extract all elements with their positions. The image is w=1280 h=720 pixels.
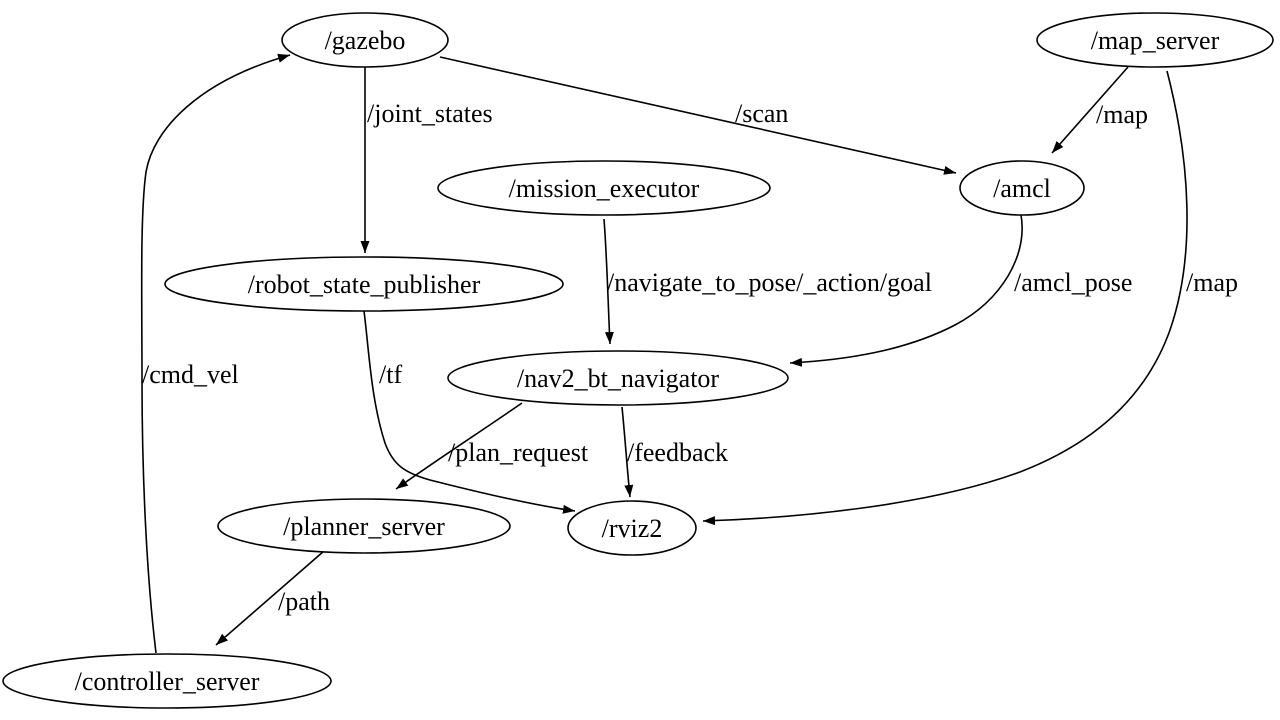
node-nav2_bt_navigator: /nav2_bt_navigator [447, 350, 789, 406]
node-label-nav2_bt_navigator: /nav2_bt_navigator [517, 364, 720, 393]
node-rviz2: /rviz2 [567, 500, 697, 556]
node-ellipse-mission_executor [437, 160, 771, 216]
nodes-layer: /gazebo/map_server/amcl/mission_executor… [2, 12, 1274, 709]
edge-label-nav2-to-planner_server: /plan_request [448, 438, 589, 467]
node-label-mission_executor: /mission_executor [509, 174, 700, 203]
edge-controller_server-to-gazebo [140, 53, 291, 654]
edge-label-controller_server-to-gazebo: /cmd_vel [142, 360, 239, 389]
edge-label-mission_executor-to-nav2: /navigate_to_pose/_action/goal [607, 268, 932, 297]
edge-nav2-to-planner_server [395, 402, 523, 490]
edge-planner_server-to-controller [215, 550, 325, 646]
edge-label-amcl-to-nav2_bt_navigator: /amcl_pose [1014, 268, 1132, 297]
edge-label-map_server-to-amcl: /map [1096, 100, 1148, 129]
edge-label-nav2-to-rviz2: /feedback [627, 438, 728, 467]
node-planner_server: /planner_server [217, 498, 511, 554]
edge-robot_state_publisher-to-rviz2 [363, 310, 576, 514]
node-robot_state_publisher: /robot_state_publisher [164, 256, 564, 312]
edge-map_server-to-rviz2 [702, 70, 1188, 526]
node-ellipse-rviz2 [567, 500, 697, 556]
node-label-map_server: /map_server [1091, 26, 1220, 55]
node-mission_executor: /mission_executor [437, 160, 771, 216]
node-ellipse-robot_state_publisher [164, 256, 564, 312]
edge-label-robot_state_publisher-to-rviz2: /tf [379, 360, 402, 389]
node-ellipse-map_server [1036, 12, 1274, 68]
node-ellipse-nav2_bt_navigator [447, 350, 789, 406]
node-label-gazebo: /gazebo [325, 26, 406, 55]
edge-label-gazebo-to-robot_state_publisher: /joint_states [367, 99, 493, 128]
edge-label-planner_server-to-controller: /path [278, 587, 330, 616]
node-controller_server: /controller_server [2, 653, 332, 709]
node-ellipse-planner_server [217, 498, 511, 554]
edge-mission_executor-to-nav2 [603, 218, 614, 345]
node-map_server: /map_server [1036, 12, 1274, 68]
node-label-planner_server: /planner_server [283, 512, 445, 541]
node-amcl: /amcl [959, 160, 1085, 216]
edge-label-map_server-to-rviz2: /map [1186, 268, 1238, 297]
edge-label-gazebo-to-amcl: /scan [735, 99, 788, 128]
node-ellipse-controller_server [2, 653, 332, 709]
node-gazebo: /gazebo [281, 12, 449, 68]
node-ellipse-gazebo [281, 12, 449, 68]
node-ellipse-amcl [959, 160, 1085, 216]
node-label-amcl: /amcl [993, 174, 1051, 203]
edges-layer: /joint_states/scan/map/map/amcl_pose/nav… [140, 53, 1238, 654]
edge-nav2-to-rviz2 [621, 406, 634, 498]
edge-gazebo-to-amcl [439, 56, 957, 175]
edge-amcl-to-nav2_bt_navigator [789, 214, 1023, 367]
edge-map_server-to-amcl [1051, 66, 1129, 154]
node-label-rviz2: /rviz2 [602, 514, 663, 543]
node-label-controller_server: /controller_server [75, 667, 260, 696]
node-label-robot_state_publisher: /robot_state_publisher [248, 270, 481, 299]
